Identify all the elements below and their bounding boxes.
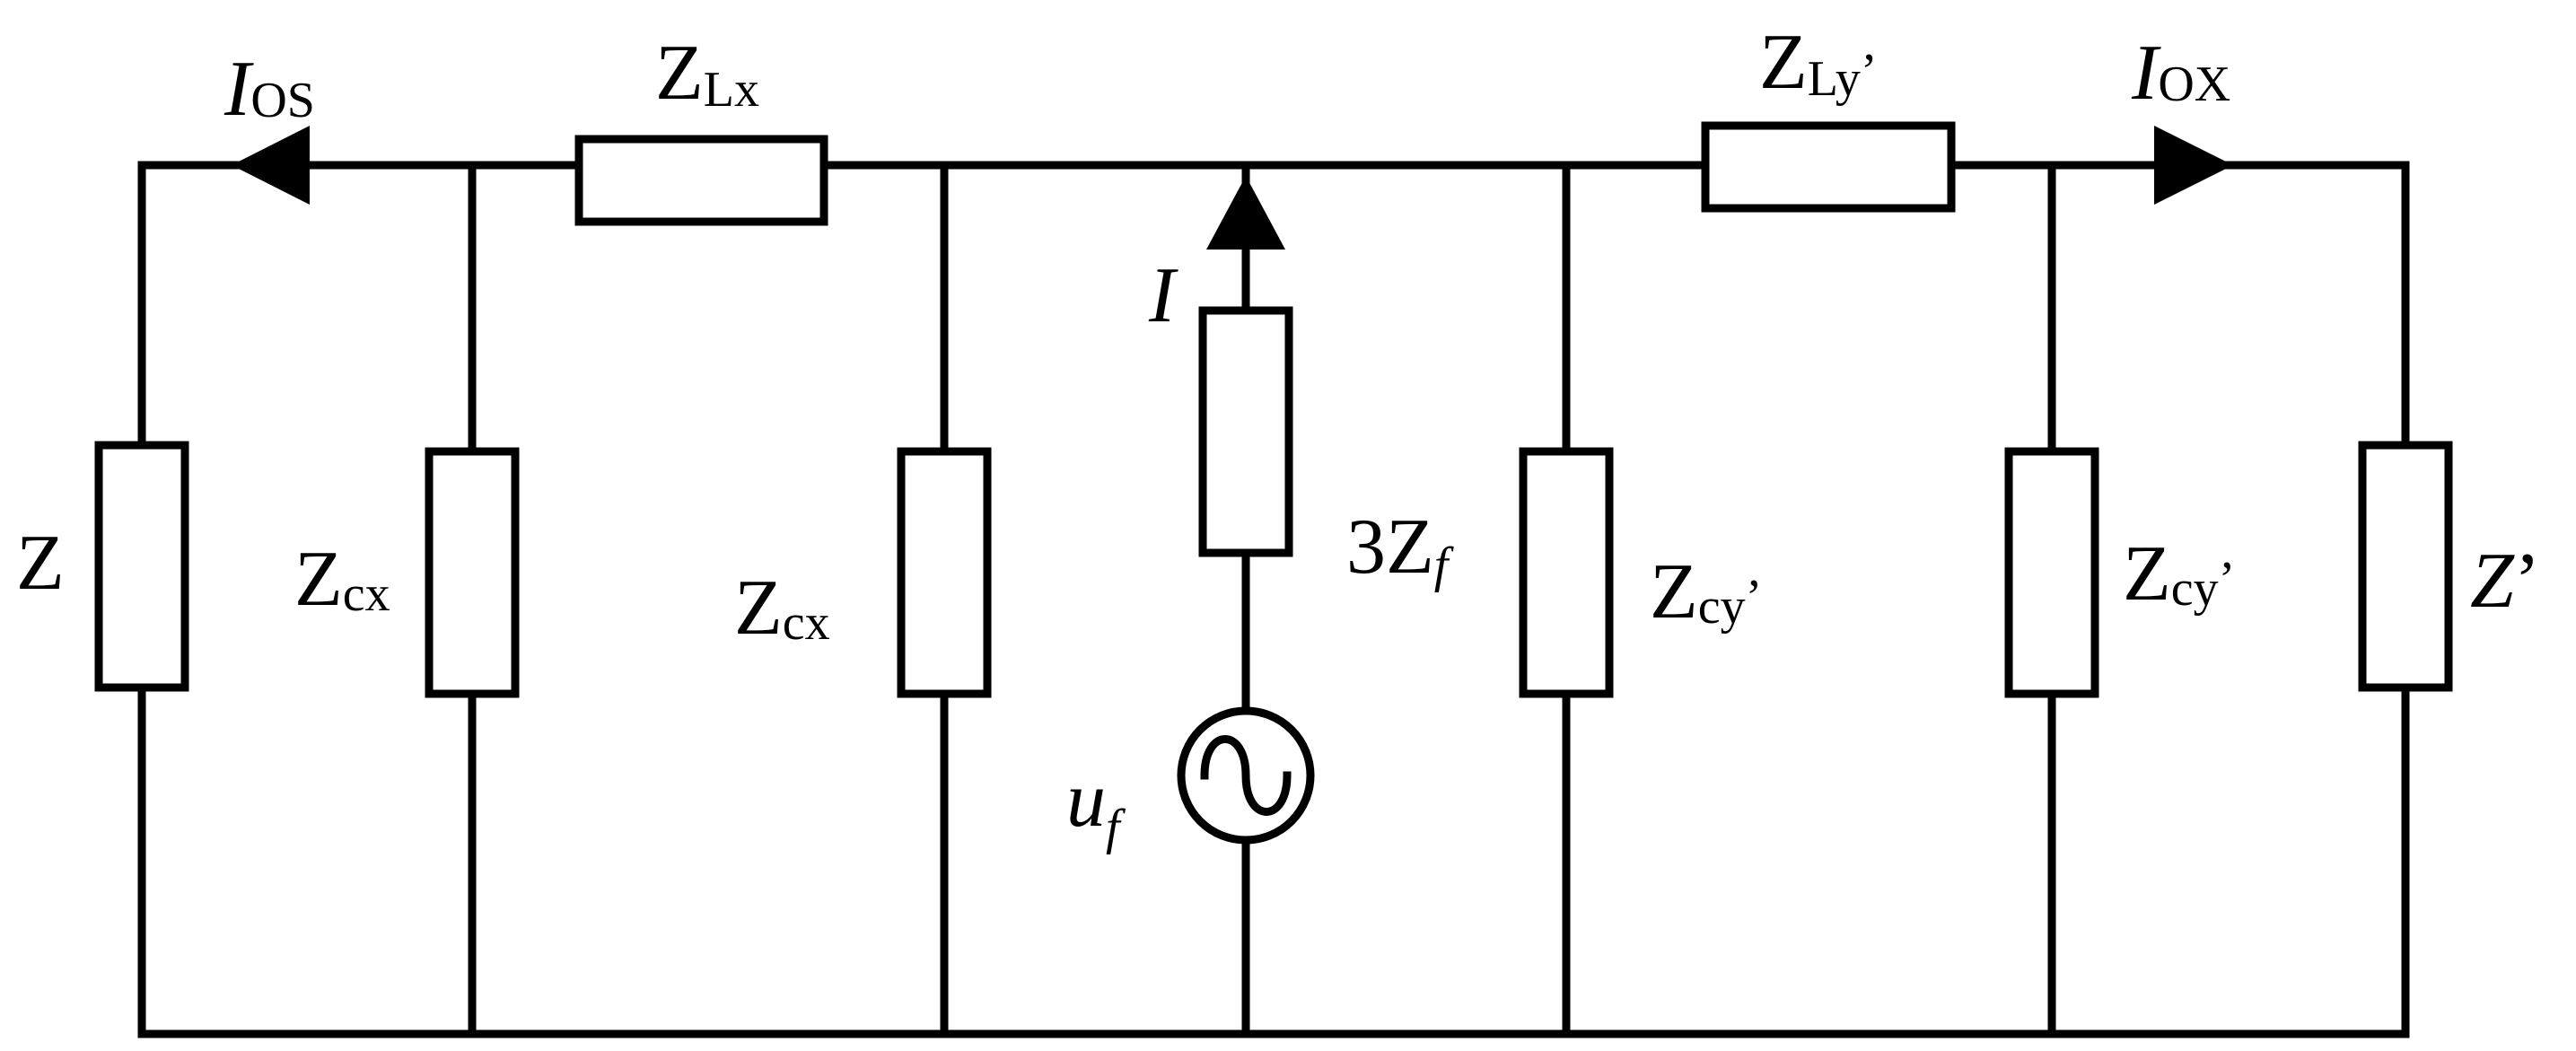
label-3-zf: 3Zf: [1346, 504, 1455, 593]
arrow-left-icon: [232, 126, 310, 205]
sine-wave-icon: [1200, 735, 1292, 816]
arrow-right-icon: [2154, 126, 2233, 205]
impedance-3zf: [1198, 306, 1293, 557]
impedance-z-ly: [1701, 121, 1956, 213]
impedance-zcx-2: [897, 447, 992, 698]
impedance-zcy-2: [2004, 447, 2099, 698]
impedance-z-lx: [574, 135, 828, 226]
label-z-lx: ZLx: [655, 30, 759, 118]
label-z-cx-2: Zcx: [734, 565, 830, 652]
label-i-ox: IOX: [2131, 30, 2230, 117]
impedance-zcx-1: [425, 447, 520, 698]
label-z-cx-1: Zcx: [294, 536, 390, 623]
impedance-z-right: [2358, 441, 2453, 692]
label-z-left: Z: [16, 520, 65, 607]
impedance-z-left: [94, 441, 189, 692]
label-z-ly: ZLy’: [1759, 19, 1878, 107]
label-z-cy-1: Zcy’: [1650, 548, 1762, 635]
impedance-zcy-1: [1519, 447, 1614, 698]
label-i-os: IOS: [223, 46, 315, 133]
label-i-fault-current: I: [1148, 252, 1178, 339]
label-u-f: uf: [1066, 757, 1126, 855]
label-z-cy-2: Zcy’: [2123, 530, 2235, 617]
arrow-up-icon: [1206, 176, 1285, 250]
label-z-right: Z’: [2470, 538, 2540, 625]
